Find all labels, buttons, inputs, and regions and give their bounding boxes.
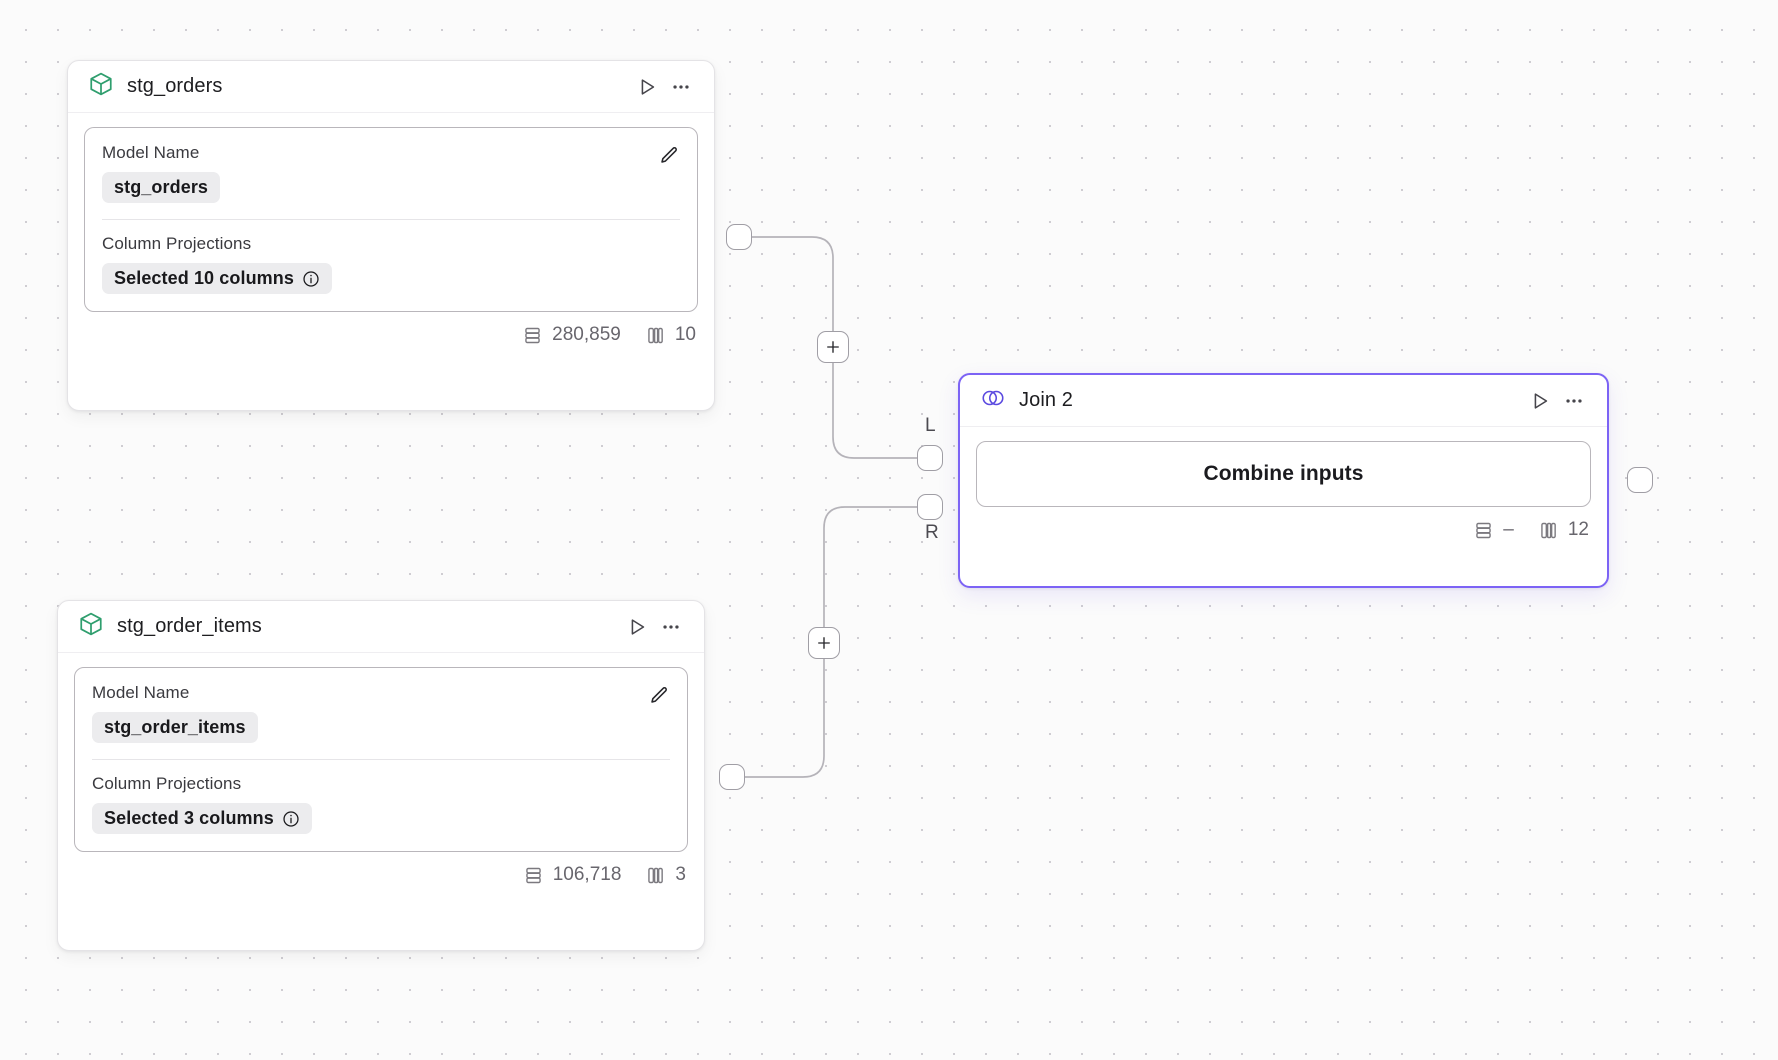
play-triangle-icon[interactable] [1525, 386, 1555, 416]
row-count-value: 106,718 [552, 864, 622, 885]
model-config-panel: Model Name stg_order_items Column Projec… [74, 667, 688, 852]
row-count-value: 280,859 [552, 324, 621, 345]
input-port-right-label: R [925, 522, 940, 543]
play-triangle-icon[interactable] [622, 612, 652, 642]
cube-icon [78, 611, 104, 642]
panel-divider [102, 219, 680, 220]
ellipsis-icon[interactable] [666, 72, 696, 102]
column-count-value: 10 [674, 324, 696, 345]
pencil-icon[interactable] [645, 682, 673, 710]
node-title: stg_orders [127, 75, 223, 97]
node-body: Combine inputs [960, 427, 1607, 507]
node-footer: – 12 [960, 507, 1607, 555]
column-projections-value[interactable]: Selected 10 columns [102, 263, 332, 294]
rows-stack-icon [1473, 520, 1494, 541]
node-body: Model Name stg_order_items Column Projec… [58, 653, 704, 852]
add-node-handle-lower-edge[interactable] [808, 627, 840, 659]
input-port-join-right[interactable] [917, 494, 943, 520]
node-header: stg_orders [68, 61, 714, 113]
node-stg-order-items[interactable]: stg_order_items Model Name [57, 600, 705, 951]
rows-stack-icon [522, 325, 543, 346]
cube-icon [88, 71, 114, 102]
column-count-stat: 12 [1538, 519, 1589, 541]
model-config-panel: Model Name stg_orders Column Projections… [84, 127, 698, 312]
input-port-join-left[interactable] [917, 445, 943, 471]
node-stg-orders[interactable]: stg_orders Model Name [67, 60, 715, 411]
row-count-stat: 280,859 [522, 324, 621, 346]
node-join-2[interactable]: Join 2 Combine inputs [958, 373, 1609, 588]
info-circle-icon[interactable] [302, 270, 320, 288]
output-port-join-2[interactable] [1627, 467, 1653, 493]
venn-join-icon [980, 385, 1006, 416]
plus-icon [827, 341, 839, 353]
rows-stack-icon [523, 865, 544, 886]
info-circle-icon[interactable] [282, 810, 300, 828]
column-count-stat: 10 [645, 324, 696, 346]
column-projections-text: Selected 3 columns [104, 808, 274, 828]
panel-divider [92, 759, 670, 760]
node-title: Join 2 [1019, 389, 1073, 411]
node-footer: 106,718 3 [58, 852, 704, 900]
output-port-stg-orders[interactable] [726, 224, 752, 250]
row-count-stat: 106,718 [523, 864, 622, 886]
column-projections-label: Column Projections [92, 774, 242, 793]
pencil-icon[interactable] [655, 142, 683, 170]
model-name-value[interactable]: stg_order_items [92, 712, 258, 743]
play-triangle-icon[interactable] [632, 72, 662, 102]
output-port-stg-order-items[interactable] [719, 764, 745, 790]
node-header: Join 2 [960, 375, 1607, 427]
node-footer: 280,859 10 [68, 312, 714, 360]
column-count-stat: 3 [645, 864, 686, 886]
node-body: Model Name stg_orders Column Projections… [68, 113, 714, 312]
column-projections-text: Selected 10 columns [114, 268, 294, 288]
column-count-value: 12 [1567, 519, 1589, 540]
model-name-label: Model Name [102, 143, 200, 162]
columns-icon [645, 865, 666, 886]
ellipsis-icon[interactable] [656, 612, 686, 642]
model-name-label: Model Name [92, 683, 190, 702]
ellipsis-icon[interactable] [1559, 386, 1589, 416]
node-header: stg_order_items [58, 601, 704, 653]
columns-icon [1538, 520, 1559, 541]
model-name-value[interactable]: stg_orders [102, 172, 221, 203]
column-projections-label: Column Projections [102, 234, 252, 253]
node-title: stg_order_items [117, 615, 262, 637]
row-count-stat: – [1473, 519, 1514, 541]
column-projections-value[interactable]: Selected 3 columns [92, 803, 312, 834]
input-port-left-label: L [925, 415, 936, 436]
add-node-handle-upper-edge[interactable] [817, 331, 849, 363]
plus-icon [818, 637, 830, 649]
column-count-value: 3 [675, 864, 686, 885]
row-count-value: – [1503, 519, 1514, 540]
combine-inputs-button[interactable]: Combine inputs [976, 441, 1591, 507]
columns-icon [645, 325, 666, 346]
